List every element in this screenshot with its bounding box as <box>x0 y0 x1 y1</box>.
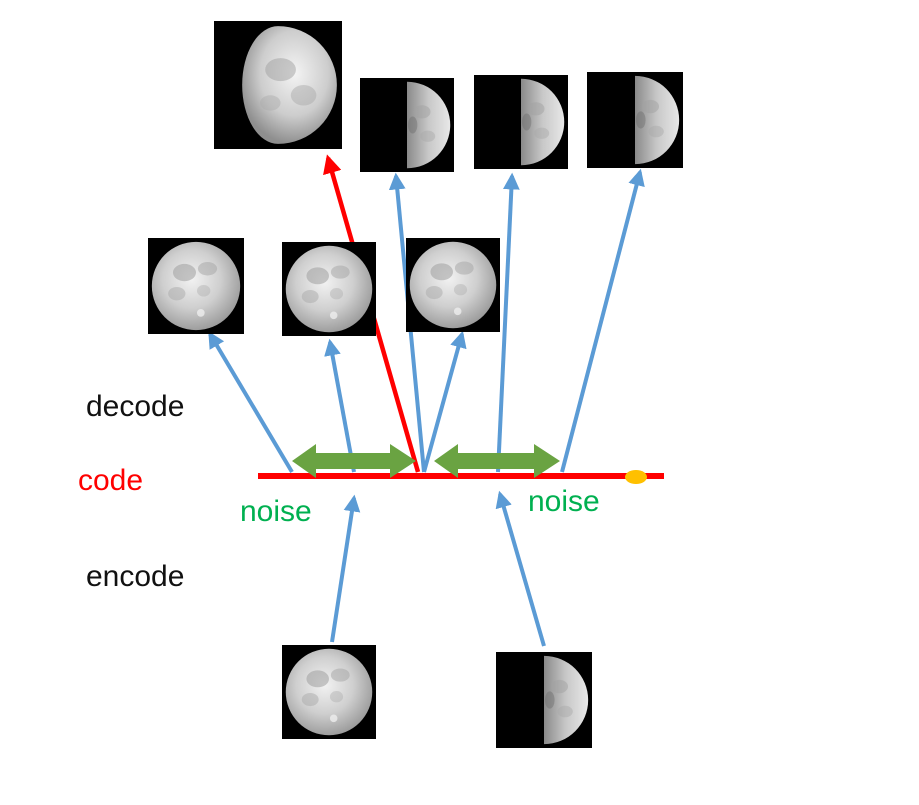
input-full-moon <box>282 645 376 739</box>
decoded-full-moon-2 <box>282 242 376 336</box>
noise-arrow-left <box>292 444 416 478</box>
decoded-gibbous-moon <box>214 21 342 149</box>
noise-label-left: noise <box>240 495 312 528</box>
code-point <box>625 470 647 484</box>
noise-arrow-right <box>434 444 560 478</box>
encode-arrow-full <box>330 494 361 643</box>
encode-arrow-half <box>495 490 546 647</box>
code-label: code <box>78 464 144 497</box>
decode-arrow-full-2 <box>324 338 356 473</box>
input-half-moon <box>496 652 592 748</box>
decoded-full-moon-3 <box>406 238 500 332</box>
decode-arrow-top-3 <box>496 172 520 473</box>
decode-arrow-full-3 <box>422 330 467 473</box>
decoded-half-moon-2 <box>474 75 568 169</box>
decoded-half-moon-1 <box>360 78 454 172</box>
decode-arrow-top-4 <box>560 168 645 473</box>
decode-arrow-full-1 <box>208 331 294 474</box>
decode-label: decode <box>86 390 185 423</box>
noise-label-right: noise <box>528 485 600 518</box>
encode-label: encode <box>86 560 185 593</box>
decoded-half-moon-3 <box>587 72 683 168</box>
decoded-full-moon-1 <box>148 238 244 334</box>
